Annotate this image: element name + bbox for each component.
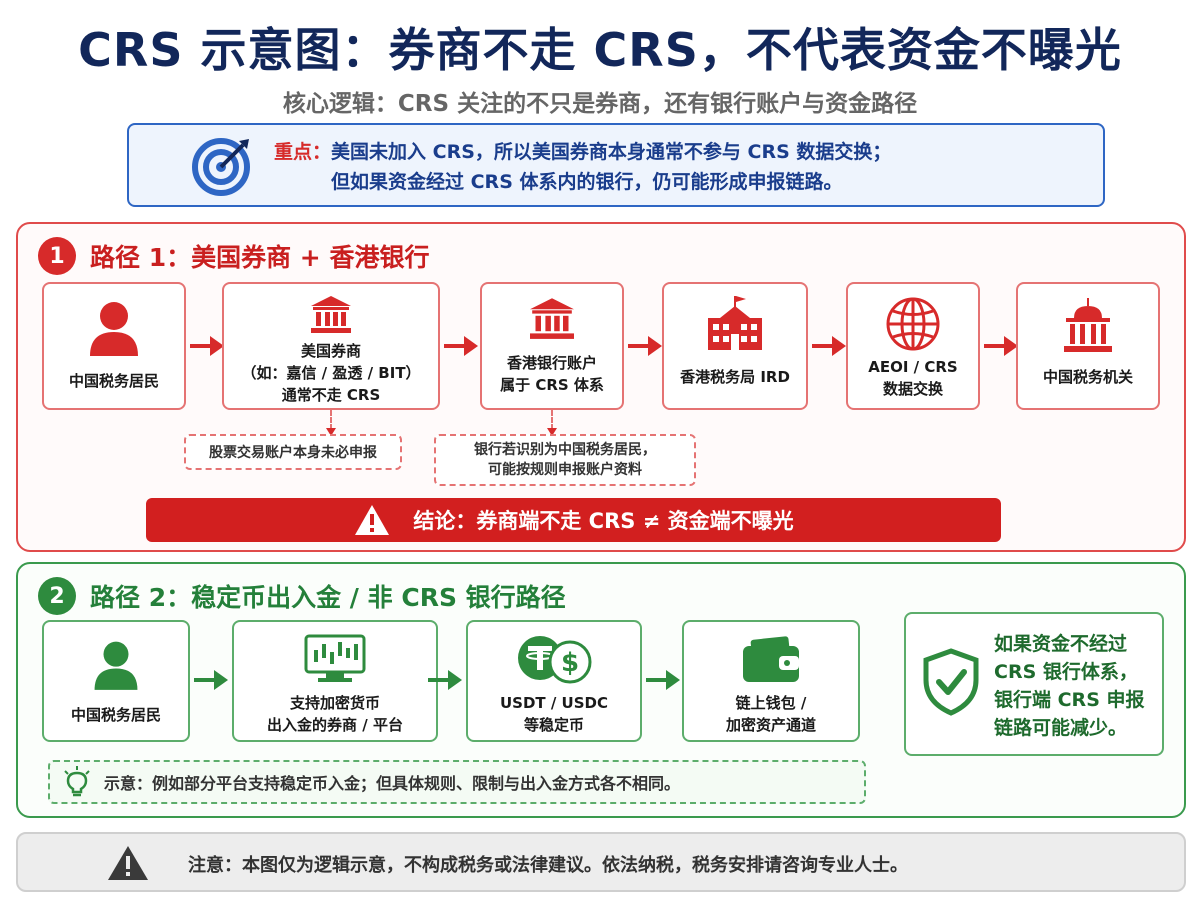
disclaimer-text: 注意：本图仅为逻辑示意，不构成税务或法律建议。依法纳税，税务安排请咨询专业人士。 [188,855,908,876]
path1-section: 1 路径 1：美国券商 + 香港银行 中国税务居民 美国券商 （如：嘉信 / 盈… [16,222,1186,552]
arrow-6 [194,670,228,690]
path1-number-badge: 1 [38,237,76,275]
path1-header: 1 路径 1：美国券商 + 香港银行 [38,236,429,276]
node-wallet: 链上钱包 / 加密资产通道 [682,620,860,742]
note-bank-line1: 银行若识别为中国税务居民， [474,442,656,458]
node-crypto-platform-note: 出入金的券商 / 平台 [267,716,403,734]
node-us-broker: 美国券商 （如：嘉信 / 盈透 / BIT） 通常不走 CRS [222,282,440,410]
conclusion-text: 结论：券商端不走 CRS ≠ 资金端不曝光 [413,509,794,533]
bank-building-icon [530,298,574,339]
key-point-box: 重点：美国未加入 CRS，所以美国券商本身通常不参与 CRS 数据交换； 但如果… [127,123,1105,207]
node-wallet-note: 加密资产通道 [725,716,816,734]
note-bank-line2: 可能按规则申报账户资料 [488,462,642,478]
node-cn-tax: 中国税务机关 [1016,282,1160,410]
bank-reporting-note-line2: CRS 银行体系， [994,661,1138,683]
arrow-1 [190,336,224,356]
node-hk-bank-note: 属于 CRS 体系 [500,376,604,394]
node-cn-resident-label: 中国税务居民 [68,372,159,390]
note-bank: 银行若识别为中国税务居民， 可能按规则申报账户资料 [434,434,696,486]
bank-reporting-note-line1: 如果资金不经过 [994,633,1128,655]
person-icon [90,302,138,356]
key-point-line2: 但如果资金经过 CRS 体系内的银行，仍可能形成申报链路。 [331,171,843,193]
government-dome-icon [1064,298,1112,352]
node-hk-bank: 香港银行账户 属于 CRS 体系 [480,282,624,410]
lightbulb-icon [64,766,90,797]
bank-reporting-note-text: 如果资金不经过 CRS 银行体系， 银行端 CRS 申报 链路可能减少。 [994,630,1145,742]
example-tip-box: 示意：例如部分平台支持稳定币入金；但具体规则、限制与出入金方式各不相同。 [48,760,866,804]
node-cn-resident-2-label: 中国税务居民 [70,706,161,724]
node-us-broker-note: 通常不走 CRS [281,386,381,404]
conclusion-banner: 结论：券商端不走 CRS ≠ 资金端不曝光 [146,498,1001,542]
node-hk-bank-label: 香港银行账户 [506,354,597,372]
node-us-broker-examples: （如：嘉信 / 盈透 / BIT） [241,364,421,382]
arrow-4 [812,336,846,356]
node-aeoi: AEOI / CRS 数据交换 [846,282,980,410]
node-hk-ird: 香港税务局 IRD [662,282,808,410]
path1-title: 路径 1：美国券商 + 香港银行 [90,243,430,272]
government-building-icon [708,296,762,350]
warning-icon [355,505,390,535]
node-hk-ird-label: 香港税务局 IRD [680,368,790,386]
svg-text:$: $ [561,648,579,678]
wallet-icon [743,636,799,682]
arrow-7 [428,670,462,690]
note-connector-1 [326,410,336,436]
node-stablecoin: $ USDT / USDC 等稳定币 [466,620,642,742]
node-stablecoin-label: USDT / USDC [499,694,609,712]
path2-number-badge: 2 [38,577,76,615]
node-cn-resident: 中国税务居民 [42,282,186,410]
note-connector-2 [547,410,557,436]
arrow-5 [984,336,1018,356]
path2-title: 路径 2：稳定币出入金 / 非 CRS 银行路径 [90,583,566,612]
arrow-8 [646,670,680,690]
page-subtitle: 核心逻辑：CRS 关注的不只是券商，还有银行账户与资金路径 [282,91,918,117]
node-us-broker-label: 美国券商 [300,342,361,360]
arrow-3 [628,336,662,356]
node-wallet-label: 链上钱包 / [735,694,807,712]
shield-check-icon [923,648,979,716]
bank-reporting-note-line3: 银行端 CRS 申报 [994,689,1145,711]
warning-icon [108,846,148,880]
node-aeoi-label: AEOI / CRS [868,358,958,376]
disclaimer-bar: 注意：本图仅为逻辑示意，不构成税务或法律建议。依法纳税，税务安排请咨询专业人士。 [16,832,1186,892]
node-aeoi-note: 数据交换 [882,380,943,398]
node-crypto-platform-label: 支持加密货币 [289,694,380,712]
key-point-line1: 美国未加入 CRS，所以美国券商本身通常不参与 CRS 数据交换； [331,141,892,163]
person-icon [94,641,138,690]
stablecoin-icon: $ [518,636,592,684]
bank-reporting-note-line4: 链路可能减少。 [994,717,1128,739]
globe-icon [886,297,940,351]
node-crypto-platform: 支持加密货币 出入金的券商 / 平台 [232,620,438,742]
path2-header: 2 路径 2：稳定币出入金 / 非 CRS 银行路径 [38,576,566,616]
arrow-2 [444,336,478,356]
bank-building-icon [311,296,351,333]
page-title: CRS 示意图：券商不走 CRS，不代表资金不曝光 [78,23,1122,77]
key-point-lead: 重点： [274,141,332,163]
example-tip-text: 示意：例如部分平台支持稳定币入金；但具体规则、限制与出入金方式各不相同。 [104,774,681,793]
note-broker: 股票交易账户本身未必申报 [184,434,402,470]
bank-reporting-note-box: 如果资金不经过 CRS 银行体系， 银行端 CRS 申报 链路可能减少。 [904,612,1164,756]
node-cn-resident-2: 中国税务居民 [42,620,190,742]
node-cn-tax-label: 中国税务机关 [1042,368,1133,386]
target-icon [192,138,250,196]
node-stablecoin-note: 等稳定币 [523,716,584,734]
path2-section: 2 路径 2：稳定币出入金 / 非 CRS 银行路径 中国税务居民 支持加密货币… [16,562,1186,818]
key-point-text: 重点：美国未加入 CRS，所以美国券商本身通常不参与 CRS 数据交换； 但如果… [274,137,891,197]
trading-chart-monitor-icon [304,634,366,682]
